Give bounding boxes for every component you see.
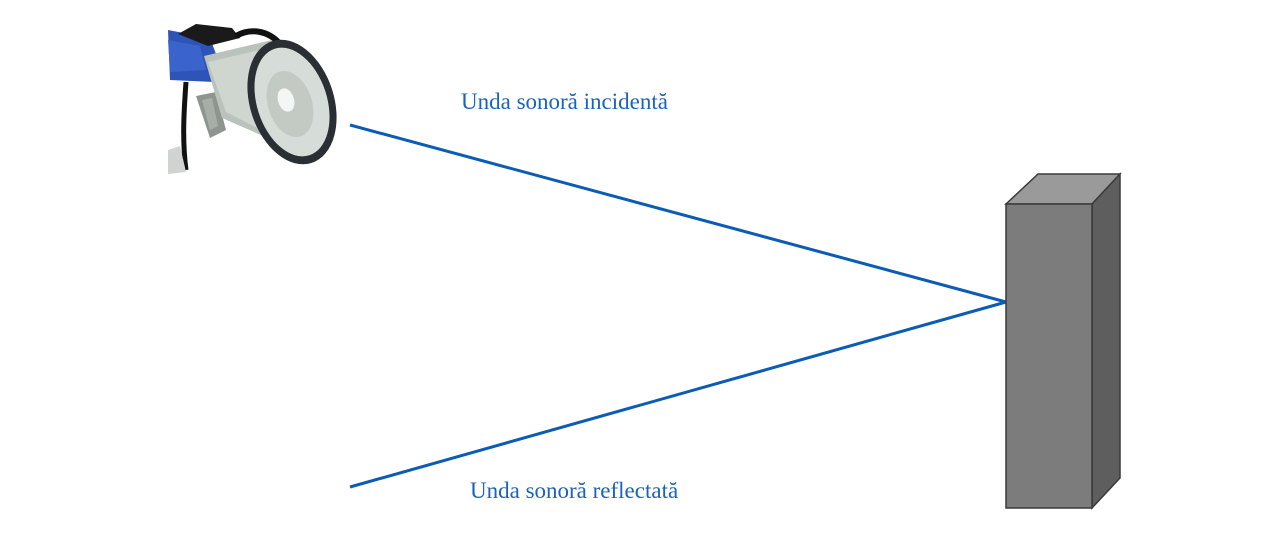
reflected-wave-label: Unda sonoră reflectată bbox=[470, 478, 679, 503]
wall-block bbox=[1004, 172, 1122, 510]
wall-side-face bbox=[1091, 172, 1121, 510]
megaphone-icon bbox=[168, 24, 337, 174]
incident-wave-label: Unda sonoră incidentă bbox=[461, 89, 668, 114]
wall-front-face bbox=[1005, 203, 1093, 509]
incident-ray bbox=[349, 123, 1007, 304]
reflected-ray bbox=[349, 300, 1007, 489]
